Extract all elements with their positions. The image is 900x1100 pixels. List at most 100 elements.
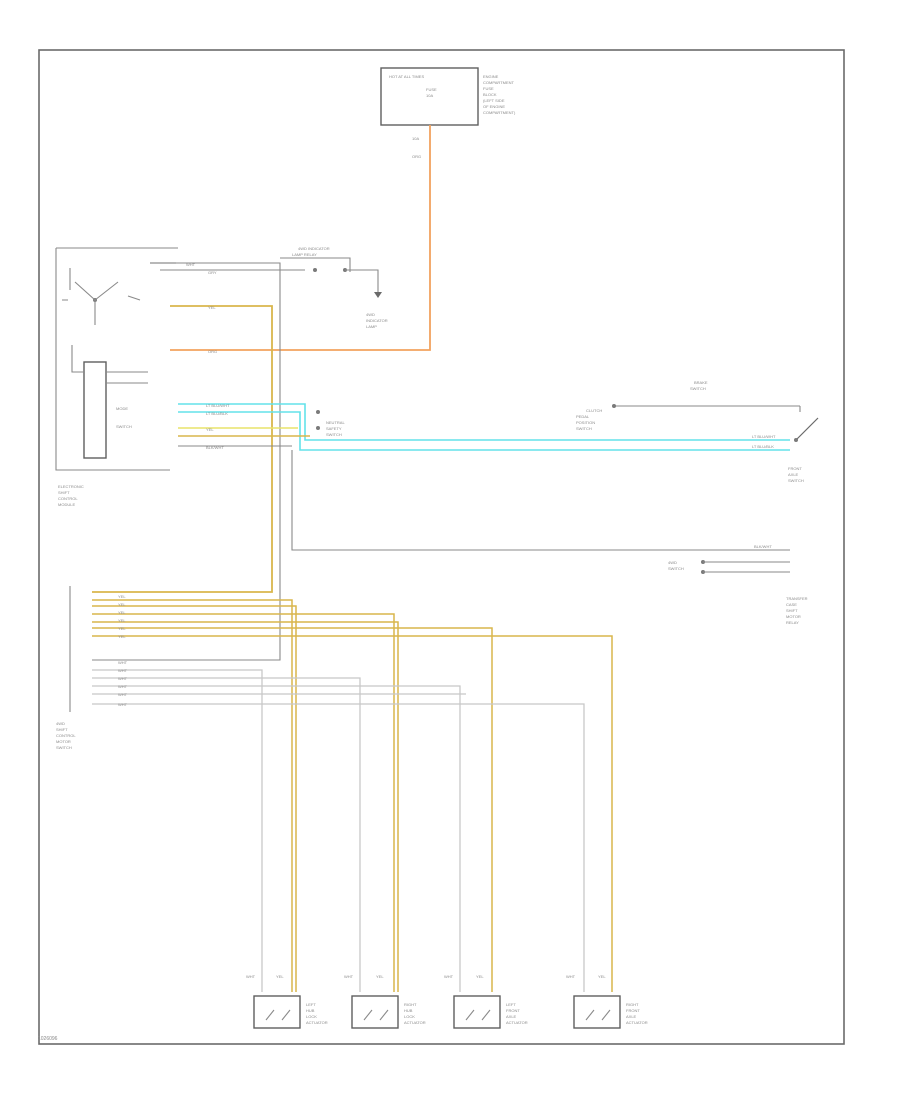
svg-text:4WD: 4WD <box>366 312 375 317</box>
svg-text:WHT: WHT <box>118 668 128 673</box>
svg-text:AXLE: AXLE <box>506 1014 517 1019</box>
svg-text:INDICATOR: INDICATOR <box>366 318 388 323</box>
svg-text:SWITCH: SWITCH <box>788 478 804 483</box>
svg-text:WHT: WHT <box>118 702 128 707</box>
front-axle-switch: BRAKE SWITCH CLUTCH PEDAL POSITION SWITC… <box>576 380 819 483</box>
svg-text:GRY: GRY <box>208 270 217 275</box>
diagram-frame <box>38 49 845 1045</box>
svg-text:MOTOR: MOTOR <box>786 614 801 619</box>
svg-text:LOCK: LOCK <box>404 1014 415 1019</box>
diagram-reference-number: 1026096 <box>38 1036 58 1042</box>
svg-text:ACTUATOR: ACTUATOR <box>404 1020 426 1025</box>
svg-text:YEL: YEL <box>206 427 214 432</box>
svg-text:CLUTCH: CLUTCH <box>586 408 602 413</box>
svg-text:MODE: MODE <box>116 406 128 411</box>
svg-text:SWITCH: SWITCH <box>116 424 132 429</box>
svg-text:FRONT: FRONT <box>626 1008 640 1013</box>
svg-text:FRONT: FRONT <box>788 466 802 471</box>
svg-text:CASE: CASE <box>786 602 797 607</box>
svg-text:SHIFT: SHIFT <box>786 608 798 613</box>
svg-text:COMPARTMENT: COMPARTMENT <box>483 80 515 85</box>
transfer-case-wire: BLK/WHT 4WD SWITCH TRANSFER CASE SHIFT M… <box>291 450 808 625</box>
svg-text:4WD: 4WD <box>668 560 677 565</box>
svg-text:ACTUATOR: ACTUATOR <box>306 1020 328 1025</box>
fuse-box-line-3: 10A <box>426 93 433 98</box>
svg-text:YEL: YEL <box>476 974 484 979</box>
svg-text:WHT: WHT <box>118 660 128 665</box>
svg-text:SHIFT: SHIFT <box>56 727 68 732</box>
svg-text:SWITCH: SWITCH <box>668 566 684 571</box>
svg-text:MODULE: MODULE <box>58 502 75 507</box>
svg-text:YEL: YEL <box>118 602 126 607</box>
svg-text:OF ENGINE: OF ENGINE <box>483 104 505 109</box>
svg-text:WHT: WHT <box>118 692 128 697</box>
svg-text:SWITCH: SWITCH <box>326 432 342 437</box>
svg-text:SWITCH: SWITCH <box>56 745 72 750</box>
actuator-right-axle: WHT YEL RIGHT FRONT AXLE ACTUATOR <box>566 974 648 1029</box>
svg-text:10A: 10A <box>412 136 419 141</box>
svg-text:WHT: WHT <box>186 262 196 267</box>
svg-text:4WD INDICATOR: 4WD INDICATOR <box>298 246 330 251</box>
svg-text:MOTOR: MOTOR <box>56 739 71 744</box>
svg-text:ENGINE: ENGINE <box>483 74 499 79</box>
svg-text:BLOCK: BLOCK <box>483 92 497 97</box>
svg-text:WHT: WHT <box>118 684 128 689</box>
actuator-connector: 4WD SHIFT CONTROL MOTOR SWITCH <box>56 586 76 750</box>
indicator-relay: 4WD INDICATOR LAMP RELAY <box>280 246 382 298</box>
svg-text:SAFETY: SAFETY <box>326 426 342 431</box>
svg-text:LOCK: LOCK <box>306 1014 317 1019</box>
svg-text:CONTROL: CONTROL <box>56 733 76 738</box>
fuse-box-notes: ENGINE COMPARTMENT FUSE BLOCK (LEFT SIDE… <box>483 74 516 115</box>
svg-text:LT BLU/WHT: LT BLU/WHT <box>752 434 776 439</box>
actuator-yellow-wires <box>92 599 613 992</box>
svg-text:RIGHT: RIGHT <box>404 1002 417 1007</box>
svg-text:SWITCH: SWITCH <box>690 386 706 391</box>
actuator-right-hub: WHT YEL RIGHT HUB LOCK ACTUATOR <box>344 974 426 1029</box>
svg-text:WHT: WHT <box>118 676 128 681</box>
indicator-lamp: 4WD INDICATOR LAMP <box>366 312 388 329</box>
svg-text:TRANSFER: TRANSFER <box>786 596 808 601</box>
svg-text:ACTUATOR: ACTUATOR <box>626 1020 648 1025</box>
svg-text:AXLE: AXLE <box>626 1014 637 1019</box>
svg-text:YEL: YEL <box>118 594 126 599</box>
svg-text:LAMP: LAMP <box>366 324 377 329</box>
actuator-gray-wires <box>92 669 585 992</box>
svg-text:HUB: HUB <box>404 1008 413 1013</box>
fuse-box: HOT AT ALL TIMES FUSE 10A <box>380 67 479 126</box>
svg-text:FRONT: FRONT <box>506 1008 520 1013</box>
svg-text:YEL: YEL <box>118 610 126 615</box>
svg-text:YEL: YEL <box>118 618 126 623</box>
actuator-left-hub: WHT YEL LEFT HUB LOCK ACTUATOR <box>246 974 328 1029</box>
svg-text:LT BLU/WHT: LT BLU/WHT <box>206 403 230 408</box>
svg-text:ACTUATOR: ACTUATOR <box>506 1020 528 1025</box>
range-switch-module: ELECTRONIC SHIFT CONTROL MODULE MODE SWI… <box>55 247 178 507</box>
svg-text:WHT: WHT <box>344 974 354 979</box>
orange-feed-wire: ORG 10A <box>170 125 431 351</box>
svg-text:NEUTRAL: NEUTRAL <box>326 420 345 425</box>
svg-text:YEL: YEL <box>276 974 284 979</box>
svg-text:BRAKE: BRAKE <box>694 380 708 385</box>
svg-text:PEDAL: PEDAL <box>576 414 590 419</box>
svg-text:ELECTRONIC: ELECTRONIC <box>58 484 84 489</box>
connector-wire-labels: YEL YEL YEL YEL YEL YEL WHT WHT WHT WHT … <box>118 594 128 707</box>
svg-text:WHT: WHT <box>566 974 576 979</box>
svg-text:AXLE: AXLE <box>788 472 799 477</box>
svg-text:BLK/WHT: BLK/WHT <box>754 544 772 549</box>
svg-text:FUSE: FUSE <box>483 86 494 91</box>
svg-text:COMPARTMENT): COMPARTMENT) <box>483 110 516 115</box>
fuse-box-line-1: HOT AT ALL TIMES <box>389 74 424 79</box>
actuator-left-axle: WHT YEL LEFT FRONT AXLE ACTUATOR <box>444 974 528 1029</box>
cyan-bus: LT BLU/WHT LT BLU/BLK YEL BLK/WHT LT BLU… <box>178 403 790 451</box>
svg-text:CONTROL: CONTROL <box>58 496 78 501</box>
svg-text:WHT: WHT <box>246 974 256 979</box>
svg-text:YEL: YEL <box>598 974 606 979</box>
svg-text:YEL: YEL <box>208 305 216 310</box>
svg-text:ORG: ORG <box>208 349 217 354</box>
svg-text:LT BLU/BLK: LT BLU/BLK <box>206 411 228 416</box>
svg-text:LT BLU/BLK: LT BLU/BLK <box>752 444 774 449</box>
svg-text:YEL: YEL <box>376 974 384 979</box>
svg-text:LEFT: LEFT <box>506 1002 516 1007</box>
module-terminal-wires: WHT GRY YEL ORG <box>92 262 305 661</box>
svg-text:RELAY: RELAY <box>786 620 799 625</box>
